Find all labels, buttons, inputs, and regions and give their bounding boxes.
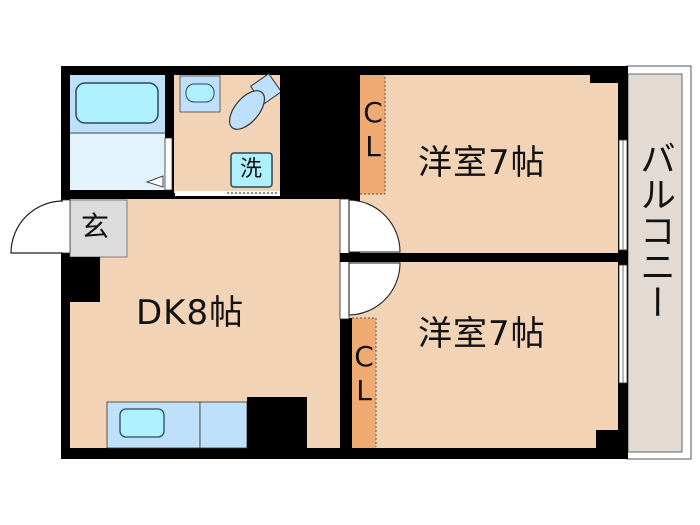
closet-l: L (365, 130, 381, 163)
kitchen-sink-icon (119, 408, 165, 438)
bedroom-top (360, 75, 618, 253)
kitchen-stove-counter (199, 401, 248, 449)
fridge-space (247, 397, 307, 448)
bedroom-partition (340, 253, 618, 262)
closet-label-bottom: C L (352, 340, 376, 408)
closet-top (360, 75, 385, 194)
closet-label-top: C L (361, 96, 385, 164)
bath-door-arrow-icon (145, 175, 164, 188)
room-label-bedroom-top: 洋室7帖 (418, 143, 546, 183)
bathroom (70, 75, 173, 191)
washroom (174, 72, 283, 196)
pillar (280, 66, 360, 198)
dk-room (69, 199, 340, 449)
closet-l: L (356, 374, 372, 407)
closet-c: C (363, 96, 383, 129)
room-label-dk: DK8帖 (136, 293, 245, 333)
closet-bottom (352, 318, 376, 448)
entrance-label: 玄 (81, 210, 110, 243)
room-label-bedroom-bottom: 洋室7帖 (418, 314, 546, 354)
washer-box (230, 152, 273, 188)
balcony-area (626, 65, 692, 460)
closet-c: C (354, 340, 374, 373)
bedroom-bottom (349, 262, 618, 448)
washer-label: 洗 (240, 157, 263, 182)
balcony-label: バルコニー (634, 140, 675, 320)
entrance-door (10, 199, 71, 254)
windows (618, 139, 628, 384)
bathtub-icon (75, 82, 159, 124)
genkan-floor (69, 199, 128, 258)
bedroom-doors (339, 198, 401, 320)
toilet-icon (228, 90, 266, 130)
